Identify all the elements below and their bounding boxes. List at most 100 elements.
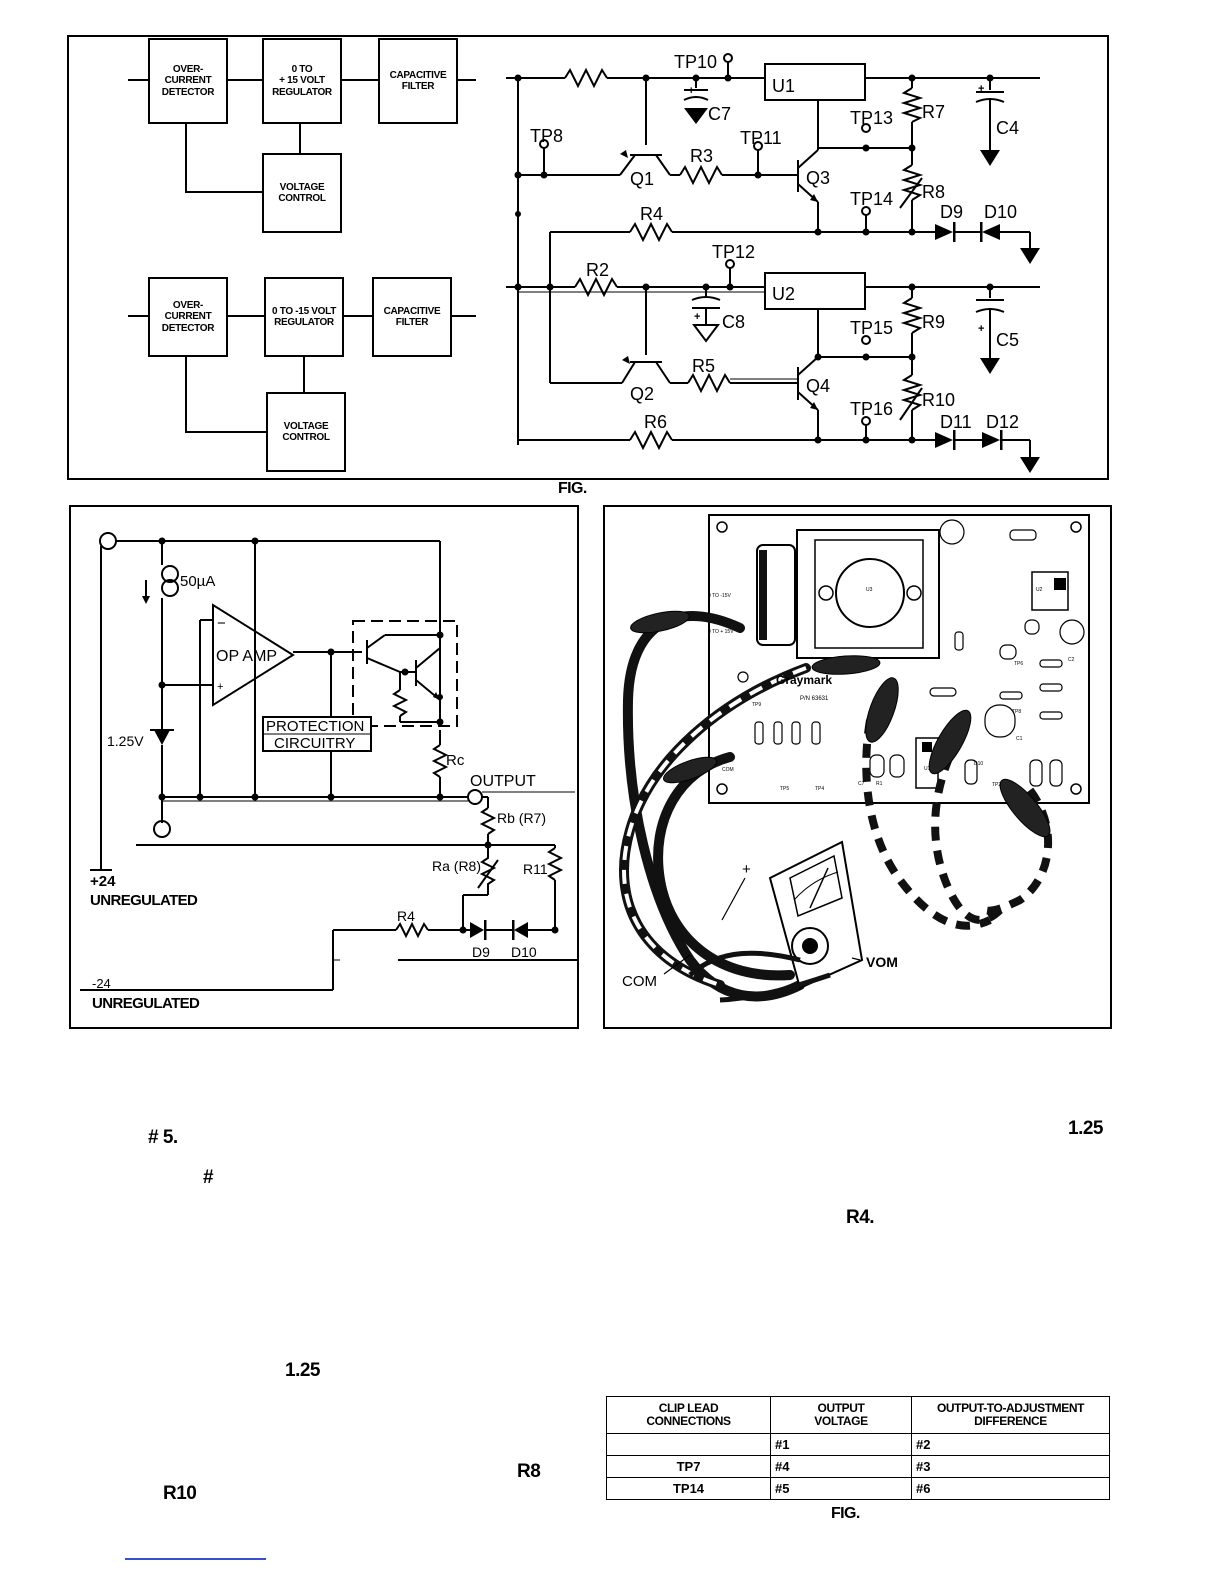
label-c8: C8 bbox=[722, 312, 745, 332]
label-r5: R5 bbox=[692, 356, 715, 376]
r11-label: R11 bbox=[523, 861, 548, 877]
protection-label: PROTECTION bbox=[266, 718, 364, 735]
label-c7: C7 bbox=[708, 104, 731, 124]
top-figure-frame bbox=[67, 35, 1109, 480]
text-voltage-1-25-mid: 1.25 bbox=[285, 1360, 320, 1381]
circuitry-label: CIRCUITRY bbox=[274, 735, 355, 752]
vom-label: VOM bbox=[866, 954, 898, 970]
d10-label: D10 bbox=[511, 944, 537, 960]
output-label: OUTPUT bbox=[470, 773, 536, 790]
pos24-label: +24 bbox=[90, 873, 116, 890]
label-tp11: TP11 bbox=[740, 128, 782, 148]
svg-text:TP8: TP8 bbox=[1012, 709, 1021, 715]
svg-text:D10: D10 bbox=[974, 761, 983, 767]
text-hash: # bbox=[203, 1167, 214, 1188]
table-cell: TP14 bbox=[606, 1477, 771, 1500]
ra-label: Ra (R8) bbox=[432, 858, 481, 874]
svg-text:TP4: TP4 bbox=[815, 786, 824, 792]
table-cell: #2 bbox=[911, 1433, 1110, 1456]
label-d12: D12 bbox=[986, 412, 1019, 432]
label-tp10: TP10 bbox=[674, 52, 717, 72]
overcurrent-detector-pos-block: OVER- CURRENT DETECTOR bbox=[148, 38, 228, 124]
label-c5: C5 bbox=[996, 330, 1019, 350]
text-hash-5: # 5. bbox=[148, 1127, 178, 1148]
left-figure-frame bbox=[69, 505, 579, 1029]
com-label: COM bbox=[622, 973, 657, 990]
text-r10: R10 bbox=[163, 1483, 197, 1504]
label-c4: C4 bbox=[996, 118, 1019, 138]
label-tp16: TP16 bbox=[850, 399, 893, 419]
svg-text:C2: C2 bbox=[1068, 657, 1075, 663]
meter-plus-label: + bbox=[742, 861, 751, 878]
voltage-control-neg-block: VOLTAGE CONTROL bbox=[266, 392, 346, 472]
svg-text:C7: C7 bbox=[858, 781, 865, 787]
header-difference: OUTPUT-TO-ADJUSTMENT DIFFERENCE bbox=[911, 1396, 1110, 1434]
voltage-control-pos-block: VOLTAGE CONTROL bbox=[262, 153, 342, 233]
label-r4: R4 bbox=[640, 204, 663, 224]
neg24-label: -24 bbox=[92, 976, 111, 991]
label-r8: R8 bbox=[922, 182, 945, 202]
pos24-unregulated: UNREGULATED bbox=[90, 892, 198, 909]
label-tp8: TP8 bbox=[530, 126, 563, 146]
text-voltage-1-25-top: 1.25 bbox=[1068, 1118, 1103, 1139]
svg-text:0 TO -15V: 0 TO -15V bbox=[708, 593, 732, 599]
table-cell: #3 bbox=[911, 1455, 1110, 1478]
svg-text:TP9: TP9 bbox=[752, 702, 761, 708]
footer-link-rule bbox=[125, 1558, 266, 1560]
svg-text:U3: U3 bbox=[866, 587, 873, 593]
table-header-row: CLIP LEAD CONNECTIONS OUTPUT VOLTAGE OUT… bbox=[606, 1396, 1110, 1434]
svg-text:0 TO + 15V: 0 TO + 15V bbox=[708, 629, 734, 635]
label-u2: U2 bbox=[772, 284, 795, 304]
label-r3: R3 bbox=[690, 146, 713, 166]
svg-text:TP6: TP6 bbox=[1014, 661, 1023, 667]
svg-text:+: + bbox=[978, 83, 984, 95]
regulator-neg-block: 0 TO -15 VOLT REGULATOR bbox=[264, 277, 344, 357]
label-q4: Q4 bbox=[806, 376, 830, 396]
top-figure-caption: FIG. bbox=[558, 480, 587, 497]
label-q3: Q3 bbox=[806, 168, 830, 188]
d9-label: D9 bbox=[472, 944, 490, 960]
test-setup-illustration: Graymark P/N 63631 + COM VOM 0 TO -15V 0… bbox=[619, 514, 1090, 1003]
current-source-label: 50µA bbox=[180, 573, 215, 590]
label-q2: Q2 bbox=[630, 384, 654, 404]
zener-label: 1.25V bbox=[107, 733, 144, 749]
table-row: TP7 #4 #3 bbox=[606, 1455, 1110, 1478]
table-cell: #6 bbox=[911, 1477, 1110, 1500]
test-results-table: CLIP LEAD CONNECTIONS OUTPUT VOLTAGE OUT… bbox=[606, 1396, 1110, 1500]
label-r10: R10 bbox=[922, 390, 955, 410]
opamp-plus: + bbox=[217, 681, 223, 693]
svg-text:R1: R1 bbox=[876, 781, 883, 787]
rc-label: Rc bbox=[446, 752, 465, 769]
label-tp13: TP13 bbox=[850, 108, 893, 128]
header-output-voltage: OUTPUT VOLTAGE bbox=[770, 1396, 912, 1434]
opamp-minus: − bbox=[217, 615, 226, 632]
rb-label: Rb (R7) bbox=[497, 810, 546, 826]
photo-figure-frame bbox=[603, 505, 1112, 1029]
label-d10: D10 bbox=[984, 202, 1017, 222]
table-cell: TP7 bbox=[606, 1455, 771, 1478]
label-q1: Q1 bbox=[630, 169, 654, 189]
svg-text:COM: COM bbox=[722, 767, 734, 773]
svg-text:U1: U1 bbox=[924, 766, 931, 772]
label-d11: D11 bbox=[940, 412, 972, 432]
label-r6: R6 bbox=[644, 412, 667, 432]
label-tp14: TP14 bbox=[850, 189, 893, 209]
label-r2: R2 bbox=[586, 260, 609, 280]
label-r7: R7 bbox=[922, 102, 945, 122]
text-r4: R4. bbox=[846, 1207, 875, 1228]
overcurrent-detector-neg-block: OVER- CURRENT DETECTOR bbox=[148, 277, 228, 357]
table-row: TP14 #5 #6 bbox=[606, 1477, 1110, 1500]
svg-text:+: + bbox=[694, 311, 700, 323]
header-clip-lead: CLIP LEAD CONNECTIONS bbox=[606, 1396, 771, 1434]
svg-text:+: + bbox=[688, 85, 694, 97]
table-cell bbox=[606, 1433, 771, 1456]
r4-label: R4 bbox=[397, 908, 415, 924]
svg-text:U2: U2 bbox=[1036, 587, 1043, 593]
svg-text:+: + bbox=[978, 323, 984, 335]
brand-label: Graymark bbox=[776, 673, 832, 687]
opamp-label: OP AMP bbox=[216, 648, 277, 665]
regulator-schematic: 50µA OP AMP − + 1.25V Rc OUTPUT Rb (R7) … bbox=[80, 532, 578, 1012]
label-tp12: TP12 bbox=[712, 242, 755, 262]
text-r8: R8 bbox=[517, 1461, 541, 1482]
label-u1: U1 bbox=[772, 76, 795, 96]
